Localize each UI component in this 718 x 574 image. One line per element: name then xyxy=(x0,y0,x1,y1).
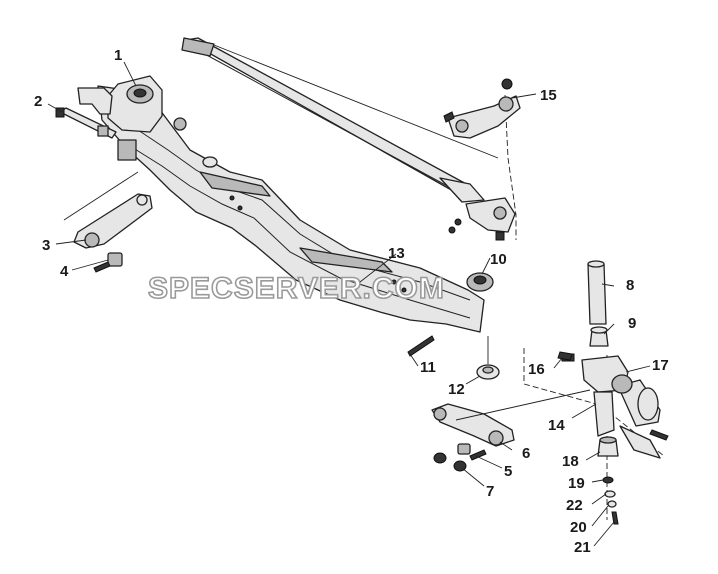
pin-11 xyxy=(407,335,435,357)
callout-10: 10 xyxy=(490,251,507,268)
callout-8: 8 xyxy=(626,277,634,294)
leader-lines xyxy=(47,61,651,547)
shim-22 xyxy=(604,490,616,498)
tie-rod-end xyxy=(448,197,516,241)
nut-5 xyxy=(457,443,487,461)
nut-4 xyxy=(93,252,123,273)
callout-21: 21 xyxy=(574,539,591,556)
callout-18: 18 xyxy=(562,453,579,470)
callout-5: 5 xyxy=(504,463,512,480)
lower-steering-arm-6 xyxy=(431,389,591,447)
callout-11: 11 xyxy=(420,359,436,376)
left-steering-arm xyxy=(63,171,153,249)
cotter-21 xyxy=(611,511,619,525)
callout-3: 3 xyxy=(42,237,50,254)
callout-12: 12 xyxy=(448,381,465,398)
callout-22: 22 xyxy=(566,497,583,514)
callout-20: 20 xyxy=(570,519,587,536)
callout-13: 13 xyxy=(388,245,405,262)
callout-15: 15 xyxy=(540,87,557,104)
lower-bushing-18 xyxy=(597,436,619,457)
callout-labels: 1 2 3 4 5 6 7 8 9 10 11 12 13 14 15 16 1… xyxy=(34,47,669,556)
callout-2: 2 xyxy=(34,93,42,110)
callout-9: 9 xyxy=(628,315,636,332)
spacer-12 xyxy=(476,336,500,380)
callout-7: 7 xyxy=(486,483,494,500)
callout-14: 14 xyxy=(548,417,565,434)
callout-16: 16 xyxy=(528,361,545,378)
left-kingpin-housing xyxy=(77,75,218,168)
kingpin-8 xyxy=(587,260,607,325)
washer-7 xyxy=(433,452,467,472)
tie-rod xyxy=(181,37,485,203)
right-steering-arm xyxy=(443,78,521,139)
bushing-9 xyxy=(589,326,609,347)
washer-19 xyxy=(602,476,614,484)
bolt-2 xyxy=(55,107,117,139)
watermark: SPECSERVER.COM xyxy=(148,272,445,305)
callout-1: 1 xyxy=(114,47,122,64)
assembly-lines xyxy=(213,44,665,520)
callout-4: 4 xyxy=(60,263,69,280)
nut-20 xyxy=(607,500,617,508)
callout-19: 19 xyxy=(568,475,585,492)
kingpin-bushing-10 xyxy=(466,272,494,292)
callout-17: 17 xyxy=(652,357,669,374)
callout-6: 6 xyxy=(522,445,530,462)
bolt-16 xyxy=(557,351,573,361)
axle-beam xyxy=(97,85,485,333)
